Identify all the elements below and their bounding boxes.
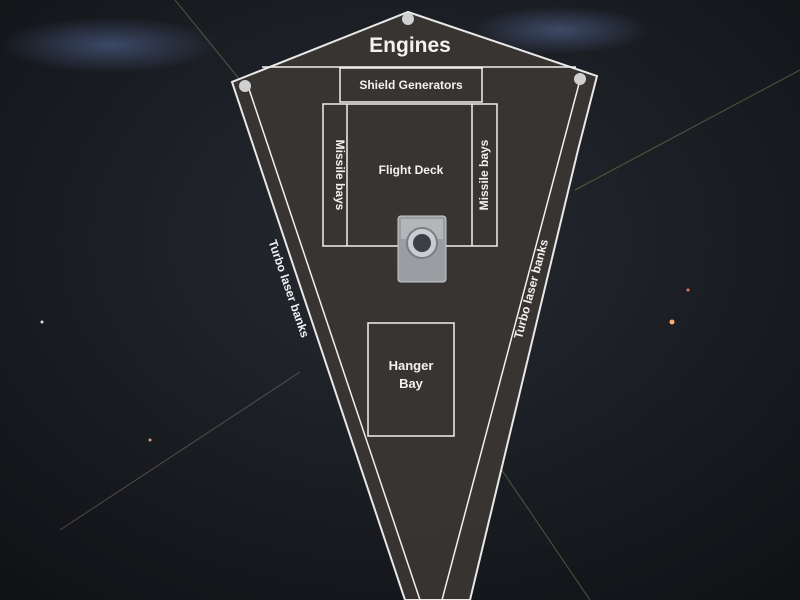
- inner-border: [247, 85, 421, 600]
- star: [686, 288, 690, 292]
- flight-deck-label: Flight Deck: [379, 163, 444, 177]
- engines-label: Engines: [369, 34, 451, 57]
- mat-seam: [59, 371, 301, 531]
- hangar-label-line1: Hanger: [389, 358, 434, 373]
- hangar-label-line2: Bay: [399, 376, 424, 391]
- inner-border: [441, 79, 581, 600]
- mat-seam: [494, 459, 591, 600]
- shield-label: Shield Generators: [359, 78, 463, 92]
- nebula: [470, 6, 650, 54]
- missile-bays-right-label: Missile bays: [477, 139, 491, 210]
- peg-hole: [402, 13, 414, 25]
- hangar-box: [367, 322, 455, 437]
- mat-seam: [174, 0, 241, 81]
- mat-seam: [574, 69, 800, 191]
- star: [148, 438, 152, 442]
- ship-template[interactable]: Engines Shield Generators Flight Deck Mi…: [230, 10, 599, 600]
- star: [669, 319, 675, 325]
- ship-miniature-base[interactable]: [397, 215, 447, 283]
- nebula: [0, 17, 220, 73]
- missile-bays-left-label: Missile bays: [333, 140, 347, 211]
- miniature-peg-center: [413, 234, 431, 252]
- peg-hole: [574, 73, 586, 85]
- star: [40, 320, 44, 324]
- shield-box: [339, 67, 483, 103]
- peg-hole: [239, 80, 251, 92]
